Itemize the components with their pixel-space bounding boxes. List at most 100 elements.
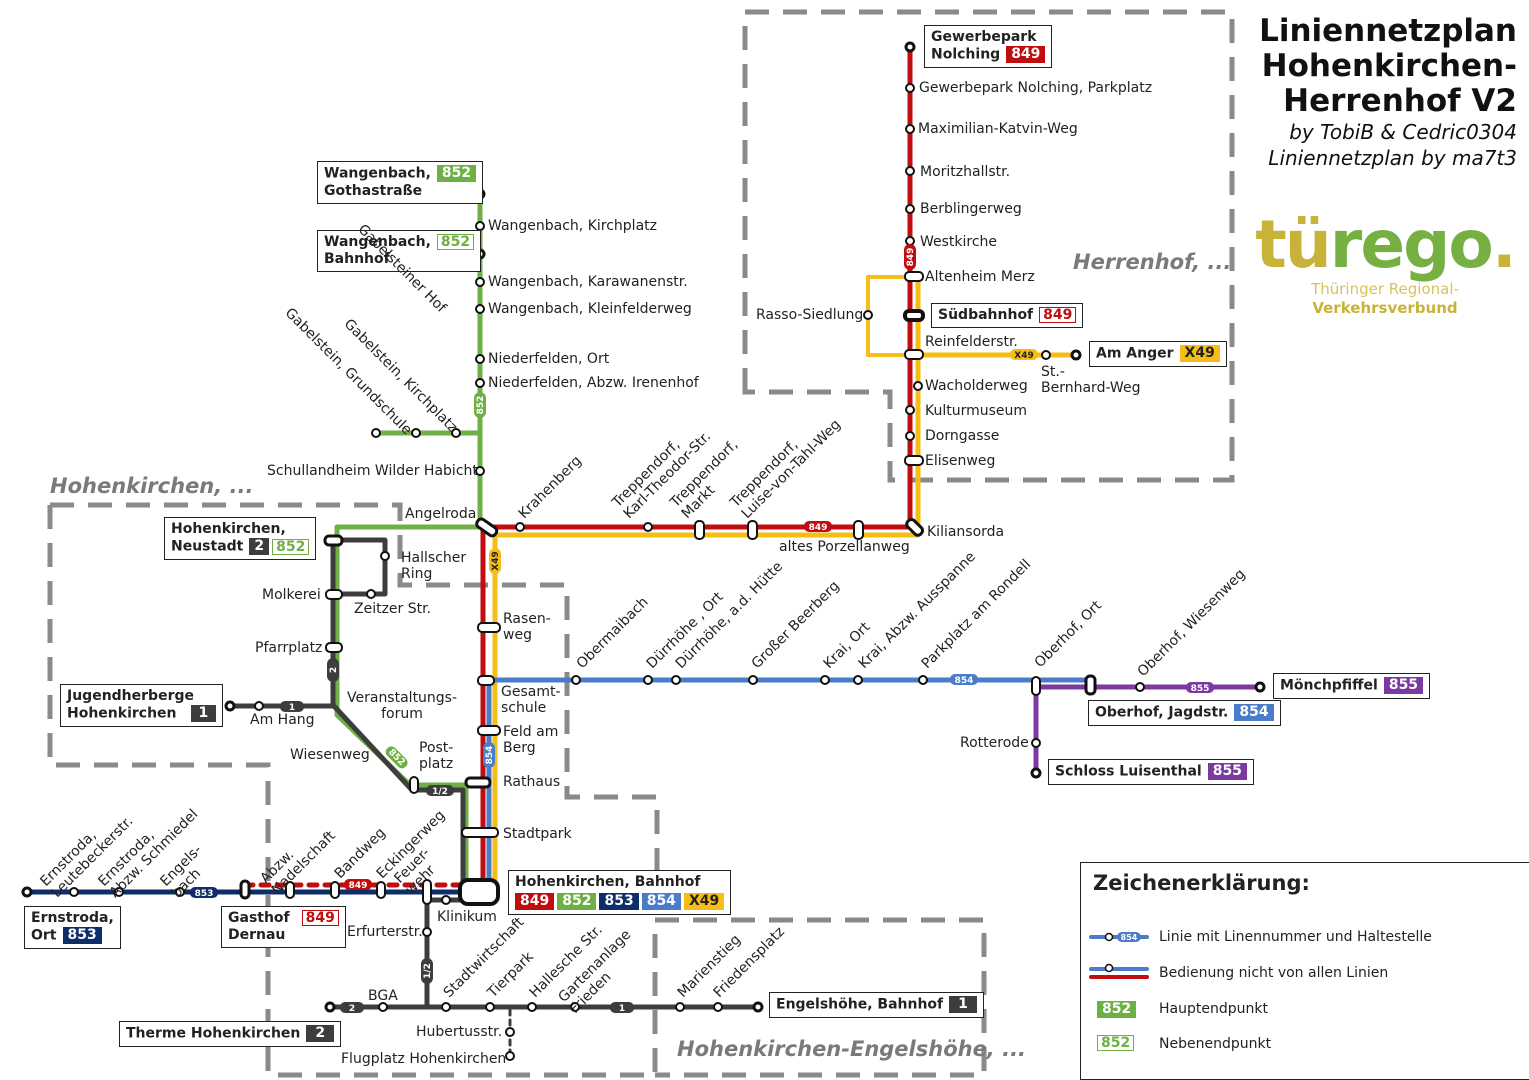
terminal-node xyxy=(1070,349,1082,361)
stop-label[interactable]: Dorngasse xyxy=(925,428,1000,444)
stop-label[interactable]: Hubertusstr. xyxy=(416,1024,503,1040)
terminal-node xyxy=(323,534,344,547)
badge-X49: X49 xyxy=(683,893,725,910)
stop-marker xyxy=(69,887,79,897)
line-number-text: 854 xyxy=(1121,933,1138,942)
stop-label[interactable]: Niederfelden, Abzw. Irenenhof xyxy=(488,375,699,391)
stop-label[interactable]: Flugplatz Hohenkirchen xyxy=(341,1051,507,1067)
line-number-text: 852 xyxy=(476,396,486,415)
stop-label[interactable]: Wiesenweg xyxy=(290,747,370,763)
stop-label[interactable]: Rotterode xyxy=(960,735,1029,751)
stop-label[interactable]: Stadtpark xyxy=(503,826,572,842)
stop-label[interactable]: altes Porzellanweg xyxy=(779,539,910,555)
stop-label[interactable]: Maximilian-Katvin-Weg xyxy=(918,121,1078,137)
stop-label[interactable]: Wangenbach, Kleinfelderweg xyxy=(488,301,692,317)
stop-label[interactable]: Zeitzer Str. xyxy=(354,601,432,617)
legend-title: Zeichenerklärung: xyxy=(1093,871,1310,895)
stop-pills xyxy=(285,271,1041,905)
stop-marker xyxy=(505,1027,515,1037)
stop-label[interactable]: St.- Bernhard-Weg xyxy=(1041,364,1141,396)
line-pill-2-south: 2 xyxy=(340,1002,364,1014)
stop-marker xyxy=(475,354,485,364)
stop-label[interactable]: Reinfelderstr. xyxy=(925,334,1018,350)
line-pill-854-vertical: 854 xyxy=(483,742,495,768)
logo-part: . xyxy=(1491,206,1517,283)
line-pill-12-east: 1/2 xyxy=(426,785,454,797)
region-border-engelshoehe xyxy=(655,917,987,1078)
stop-pill xyxy=(747,520,758,540)
stop-marker xyxy=(643,522,653,532)
legend-line-symbol-icon: 854 xyxy=(1089,932,1149,942)
terminal-wangenbach-bahnhof[interactable]: Wangenbach,852 Bahnhof xyxy=(317,230,482,272)
map-title-block: Liniennetzplan Hohenkirchen- Herrenhof V… xyxy=(1259,14,1517,171)
stop-label[interactable]: Schullandheim Wilder Habicht xyxy=(267,463,478,479)
stop-label[interactable]: Kulturmuseum xyxy=(925,403,1028,419)
badge-2: 2 xyxy=(249,538,270,555)
stop-label[interactable]: Angelroda xyxy=(405,506,477,522)
stop-label[interactable]: Molkerei xyxy=(262,587,321,603)
stop-label[interactable]: Wangenbach, Kirchplatz xyxy=(488,218,657,234)
logo-subtitle: Thüringer Regional- xyxy=(1311,280,1459,298)
line-number-text: 853 xyxy=(195,889,214,899)
stop-pill xyxy=(325,642,343,653)
title-line: Hohenkirchen- xyxy=(1261,48,1517,84)
stop-pill xyxy=(477,675,495,686)
badge-849-secondary: 849 xyxy=(301,910,339,926)
stop-label[interactable]: Westkirche xyxy=(920,234,998,250)
terminal-name: Ernstroda, xyxy=(31,910,114,926)
stop-label[interactable]: Gewerbepark Nolching, Parkplatz xyxy=(919,80,1153,96)
stop-label[interactable]: Wacholderweg xyxy=(925,378,1028,394)
badge-849-secondary: 849 xyxy=(1039,307,1077,323)
terminal-name: Schloss Luisenthal xyxy=(1055,763,1202,780)
legend-label: Linie mit Linennummer und Haltestelle xyxy=(1159,929,1432,945)
stop-label[interactable]: Berblingerweg xyxy=(920,201,1022,217)
stop-label[interactable]: Gesamt- schule xyxy=(501,684,561,716)
stop-label[interactable]: Wangenbach, Karawanenstr. xyxy=(488,274,688,290)
stop-label[interactable]: Hallscher Ring xyxy=(401,550,467,582)
terminal-oberhof-jagdstr[interactable]: Oberhof, Jagdstr.854 xyxy=(1088,700,1281,726)
line-pill-854-east: 854 xyxy=(950,674,978,686)
terminal-node xyxy=(458,878,500,906)
stop-label[interactable]: Rathaus xyxy=(503,774,561,790)
stop-label[interactable]: BGA xyxy=(368,988,398,1004)
terminal-name: Nolching xyxy=(931,46,1001,63)
stop-label[interactable]: Rasen- weg xyxy=(503,611,551,643)
stop-label[interactable]: Kiliansorda xyxy=(927,524,1005,540)
terminal-wangenbach-gothastrasse[interactable]: Wangenbach,852 Gothastraße xyxy=(317,161,484,204)
stop-label[interactable]: Altenheim Merz xyxy=(925,269,1035,285)
stop-label[interactable]: Elisenweg xyxy=(925,453,996,469)
stop-label[interactable]: Moritzhallstr. xyxy=(920,164,1011,180)
transfer-angelroda xyxy=(475,517,499,538)
stop-pill xyxy=(904,271,924,282)
stop-label[interactable]: Veranstaltungs- forum xyxy=(347,690,458,722)
terminal-node xyxy=(224,700,236,712)
stop-label[interactable]: Feld am Berg xyxy=(503,724,559,756)
stop-label[interactable]: Post- platz xyxy=(419,740,454,772)
terminal-node xyxy=(324,1001,336,1013)
line-number-text: 855 xyxy=(1191,684,1210,694)
stop-label[interactable]: Am Hang xyxy=(250,712,315,728)
stop-label[interactable]: Klinikum xyxy=(437,909,497,925)
stop-label[interactable]: Niederfelden, Ort xyxy=(488,351,610,367)
stop-marker xyxy=(475,466,485,476)
stop-marker xyxy=(1135,682,1145,692)
line-X49 xyxy=(492,275,921,888)
stop-label[interactable]: Erfurterstr. xyxy=(347,924,423,940)
stop-label[interactable]: Pfarrplatz xyxy=(255,640,323,656)
stop-label[interactable]: Rasso-Siedlung xyxy=(756,307,864,323)
terminal-name: Hohenkirchen, xyxy=(171,521,286,537)
title-line: Herrenhof V2 xyxy=(1283,83,1517,119)
